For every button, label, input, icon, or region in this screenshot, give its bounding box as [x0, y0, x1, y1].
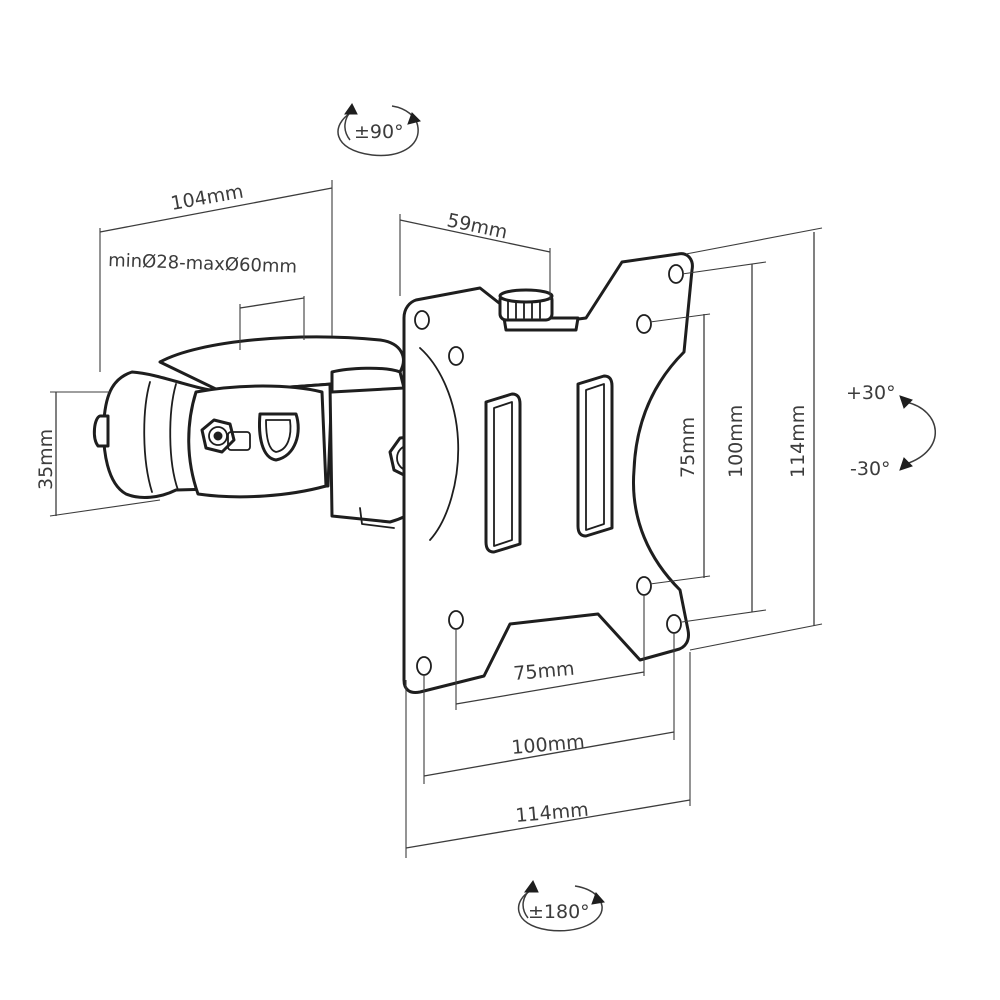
rotation-label: ±180° [528, 901, 590, 923]
hole-icon [636, 576, 652, 596]
plate-114-v-label: 114mm [787, 405, 809, 478]
hole-icon [666, 614, 682, 634]
dim-clamp-range: minØ28-maxØ60mm [108, 250, 305, 350]
rotation-indicator: ±180° [517, 880, 605, 932]
dim-knob-offset: 59mm [399, 209, 551, 300]
hole-icon [416, 656, 432, 676]
swivel-label: ±90° [354, 121, 404, 143]
mounting-holes [414, 264, 684, 676]
plate-114-h-label: 114mm [515, 799, 590, 827]
tilt-indicator: +30° -30° [846, 382, 936, 480]
tilt-down-label: -30° [850, 458, 891, 480]
hole-icon [414, 310, 430, 330]
arm-length-label: 104mm [169, 181, 245, 215]
dim-clamp-height: 35mm [35, 391, 161, 517]
clamp-bolt-icon [200, 418, 251, 454]
vesa-75-v-label: 75mm [677, 417, 699, 478]
left-slot [484, 392, 522, 554]
hole-icon [448, 610, 464, 630]
swivel-indicator: ±90° [337, 103, 421, 157]
vesa-100-v-label: 100mm [725, 405, 747, 478]
vesa-75-h-label: 75mm [513, 658, 576, 685]
tension-knob-icon [498, 288, 580, 332]
dim-vesa-75-horizontal: 75mm [455, 596, 645, 710]
clamp-range-label: minØ28-maxØ60mm [108, 250, 297, 278]
right-slot [576, 374, 614, 538]
knob-offset-label: 59mm [445, 209, 509, 243]
dim-vesa-100-vertical: 100mm [681, 261, 767, 623]
clamp-assembly [92, 335, 443, 529]
dim-vesa-75-vertical: 75mm [649, 313, 711, 585]
hole-icon [636, 314, 652, 334]
vesa-plate [402, 252, 694, 694]
vesa-100-h-label: 100mm [511, 731, 586, 759]
tilt-up-label: +30° [846, 382, 896, 404]
dim-plate-114-vertical: 114mm [685, 227, 823, 651]
clamp-height-label: 35mm [35, 429, 57, 490]
hole-icon [448, 346, 464, 366]
